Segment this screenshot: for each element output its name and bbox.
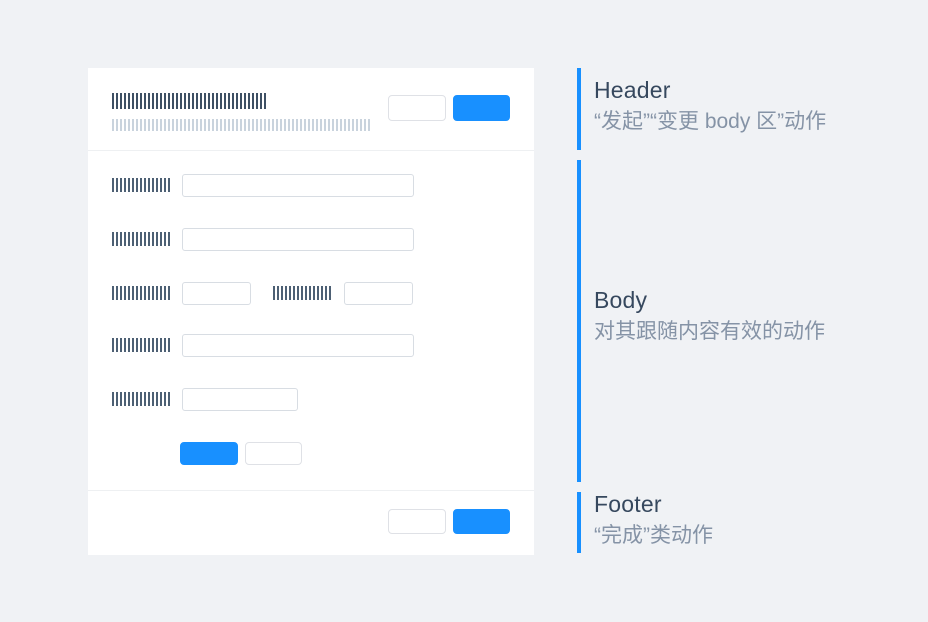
annotation-header: Header “发起”“变更 body 区”动作 <box>594 76 914 138</box>
body-primary-button[interactable] <box>180 442 238 465</box>
annotation-header-title: Header <box>594 77 671 103</box>
annotation-body: Body 对其跟随内容有效的动作 <box>594 286 914 348</box>
text-input[interactable] <box>182 174 414 197</box>
annotation-footer: Footer “完成”类动作 <box>594 490 914 552</box>
text-input[interactable] <box>182 334 414 357</box>
field-label-placeholder <box>112 338 172 352</box>
dialog-subtitle-placeholder <box>112 119 370 131</box>
dialog-title-placeholder <box>112 93 267 109</box>
annotation-header-desc: “发起”“变更 body 区”动作 <box>594 110 827 133</box>
text-input-small[interactable] <box>344 282 413 305</box>
annotation-body-title: Body <box>594 287 648 313</box>
footer-ok-button[interactable] <box>453 509 510 534</box>
field-label-placeholder <box>273 286 333 300</box>
body-zone-accent-bar <box>577 160 581 482</box>
header-secondary-button[interactable] <box>388 95 446 121</box>
footer-divider <box>88 490 534 491</box>
field-label-placeholder <box>112 286 172 300</box>
annotation-footer-desc: “完成”类动作 <box>594 524 713 547</box>
footer-zone-accent-bar <box>577 492 581 553</box>
field-label-placeholder <box>112 392 172 406</box>
text-input-short[interactable] <box>182 388 298 411</box>
text-input-small[interactable] <box>182 282 251 305</box>
footer-cancel-button[interactable] <box>388 509 446 534</box>
annotation-footer-title: Footer <box>594 491 662 517</box>
header-divider <box>88 150 534 151</box>
header-primary-button[interactable] <box>453 95 510 121</box>
header-zone-accent-bar <box>577 68 581 150</box>
annotation-body-desc: 对其跟随内容有效的动作 <box>594 320 825 343</box>
text-input[interactable] <box>182 228 414 251</box>
field-label-placeholder <box>112 178 172 192</box>
dialog-card <box>88 68 534 555</box>
body-secondary-button[interactable] <box>245 442 302 465</box>
field-label-placeholder <box>112 232 172 246</box>
